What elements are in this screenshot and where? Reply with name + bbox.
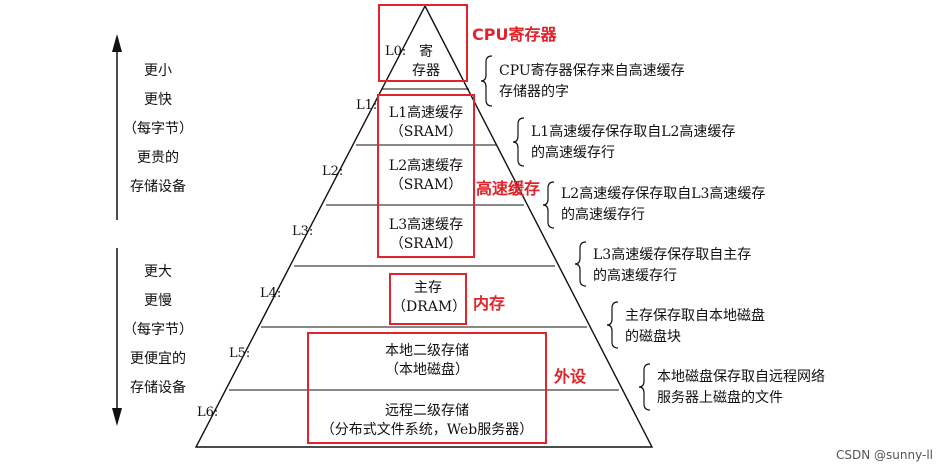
side-bottom-line-5: 存储设备: [130, 380, 186, 396]
level-l3-line-2: （SRAM）: [389, 236, 463, 252]
description-l0-line-2: 存储器的字: [499, 84, 569, 100]
description-l3-line-1: L3高速缓存保存取自主存: [593, 247, 752, 263]
side-bottom-line-4: 更便宜的: [130, 351, 186, 367]
level-l4-line-1: 主存: [414, 280, 442, 296]
description-l5-line-1: 本地磁盘保存取自远程网络: [657, 369, 825, 385]
side-bottom-line-3: （每字节）: [123, 322, 193, 338]
level-tag-l3: L3:: [292, 224, 314, 239]
annotation-memory: 内存: [473, 294, 506, 313]
watermark: CSDN @sunny-ll: [836, 448, 933, 462]
description-l5-line-2: 服务器上磁盘的文件: [657, 390, 783, 406]
brace-l1: [512, 117, 525, 167]
cache-highlight: [377, 94, 475, 258]
brace-l2: [542, 181, 555, 229]
memory-highlight: [389, 273, 467, 325]
down-arrow-head: [112, 408, 122, 426]
level-l2-line-2: （SRAM）: [389, 177, 463, 193]
level-tag-l4: L4:: [260, 286, 282, 301]
level-l2-line-1: L2高速缓存: [388, 158, 464, 174]
level-l5-line-2: （本地磁盘）: [385, 362, 469, 378]
description-l0: CPU寄存器保存来自高速缓存 存储器的字: [499, 61, 685, 103]
side-top-line-2: 更快: [144, 92, 172, 108]
level-tag-l1: L1:: [356, 98, 378, 113]
level-l4-line-2: （DRAM）: [392, 299, 467, 315]
annotation-external: 外设: [554, 367, 587, 386]
up-arrow-head: [112, 34, 122, 52]
brace-l4: [606, 301, 619, 349]
side-top-line-1: 更小: [144, 63, 172, 79]
description-l3-line-2: 的高速缓存行: [593, 268, 677, 284]
description-l2: L2高速缓存保存取自L3高速缓存 的高速缓存行: [561, 184, 765, 226]
side-top-line-4: 更贵的: [137, 150, 179, 166]
side-bottom-line-1: 更大: [144, 264, 172, 280]
level-tag-l5: L5:: [229, 346, 251, 361]
level-l6-line-1: 远程二级存储: [385, 403, 469, 419]
level-l3-content: L3高速缓存 （SRAM）: [380, 216, 472, 254]
pyramid-outline: [194, 4, 654, 448]
level-tag-l2: L2:: [322, 164, 344, 179]
description-l4-line-2: 的磁盘块: [625, 329, 681, 345]
level-l1-line-2: （SRAM）: [389, 124, 463, 140]
level-l6-line-2: （分布式文件系统，Web服务器）: [320, 422, 534, 438]
description-l3: L3高速缓存保存取自主存 的高速缓存行: [593, 245, 751, 287]
level-l6-content: 远程二级存储 （分布式文件系统，Web服务器）: [310, 402, 544, 440]
level-l3-line-1: L3高速缓存: [388, 217, 464, 233]
side-top-line-3: （每字节）: [123, 121, 193, 137]
description-l2-line-1: L2高速缓存保存取自L3高速缓存: [561, 186, 766, 202]
side-bottom-line-2: 更慢: [144, 293, 172, 309]
description-l4: 主存保存取自本地磁盘 的磁盘块: [625, 306, 765, 348]
brace-l3: [574, 241, 587, 287]
level-l1-content: L1高速缓存 （SRAM）: [380, 104, 472, 142]
level-tag-l0: L0:: [385, 44, 407, 59]
brace-l0: [480, 55, 493, 107]
description-l5: 本地磁盘保存取自远程网络 服务器上磁盘的文件: [657, 367, 825, 409]
description-l0-line-1: CPU寄存器保存来自高速缓存: [499, 63, 685, 79]
side-label-top: 更小 更快 （每字节） 更贵的 存储设备: [118, 57, 198, 202]
description-l2-line-2: 的高速缓存行: [561, 207, 645, 223]
level-l5-content: 本地二级存储 （本地磁盘）: [310, 342, 544, 380]
external-storage-highlight: [307, 332, 547, 444]
level-tag-l6: L6:: [197, 405, 219, 420]
level-l2-content: L2高速缓存 （SRAM）: [380, 157, 472, 195]
annotation-cache: 高速缓存: [476, 179, 541, 198]
description-l1-line-2: 的高速缓存行: [531, 145, 615, 161]
cpu-register-highlight: [378, 4, 468, 82]
description-l4-line-1: 主存保存取自本地磁盘: [625, 308, 765, 324]
side-top-line-5: 存储设备: [130, 179, 186, 195]
annotation-cpu-register: CPU寄存器: [472, 25, 557, 44]
side-label-bottom: 更大 更慢 （每字节） 更便宜的 存储设备: [118, 258, 198, 403]
level-l4-content: 主存 （DRAM）: [392, 279, 467, 317]
level-l5-line-1: 本地二级存储: [385, 343, 469, 359]
brace-l5: [638, 363, 651, 411]
level-l1-line-1: L1高速缓存: [388, 105, 464, 121]
level-l0-line-2: 存器: [412, 63, 440, 79]
description-l1: L1高速缓存保存取自L2高速缓存 的高速缓存行: [531, 122, 735, 164]
level-l0-line-1: 寄: [419, 44, 433, 60]
level-l0-content: 寄 存器: [405, 43, 447, 81]
description-l1-line-1: L1高速缓存保存取自L2高速缓存: [531, 124, 736, 140]
